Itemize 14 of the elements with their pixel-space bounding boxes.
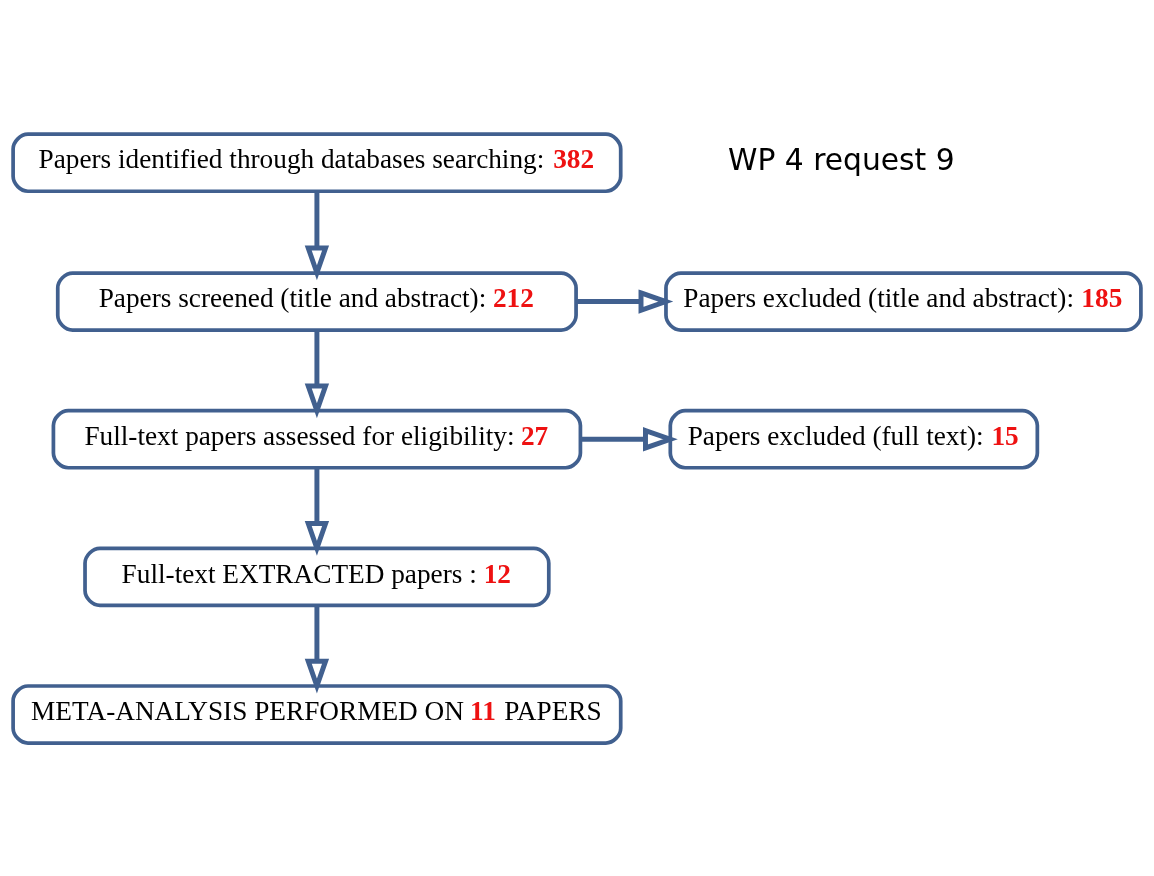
- node-box: Papers identified through databases searching: 382: [11, 132, 623, 194]
- label: WP 4 request 9: [727, 142, 955, 178]
- arrow: [304, 330, 330, 419]
- node-box: Papers excluded (full text): 15: [668, 408, 1040, 470]
- node-box: Papers screened (title and abstract): 212: [55, 271, 578, 332]
- arrow: [580, 427, 678, 452]
- arrow: [304, 605, 330, 694]
- node-box: Full-text EXTRACTED papers : 12: [83, 546, 551, 608]
- arrow: [576, 289, 674, 314]
- arrow: [304, 467, 330, 556]
- arrow: [304, 191, 330, 281]
- node-box: Full-text papers assessed for eligibility: 27: [51, 408, 583, 470]
- node-box: Papers excluded (title and abstract): 185: [664, 271, 1143, 332]
- node-box: META-ANALYSIS PERFORMED ON 11 PAPERS: [11, 684, 623, 745]
